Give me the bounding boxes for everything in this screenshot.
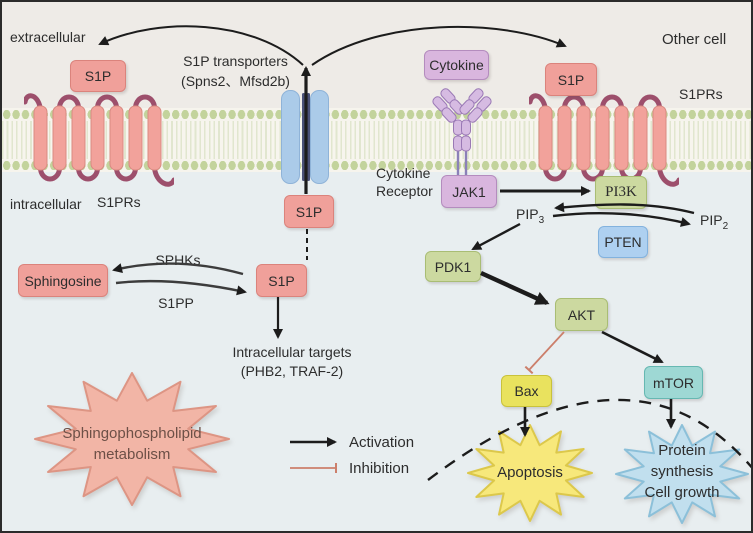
- transporter-pill-right: [310, 90, 329, 184]
- targets-line1: Intracellular targets: [232, 344, 352, 360]
- intracellular-label: intracellular: [10, 196, 82, 212]
- node-label: S1P: [268, 272, 295, 289]
- transporter-pill-left: [281, 90, 300, 184]
- receptor-loops: [24, 93, 174, 187]
- apoptosis-star-label: Apoptosis: [497, 464, 563, 481]
- node-label: Bax: [514, 383, 539, 399]
- transporters-label: S1P transporters (Spns2、Mfsd2b): [158, 51, 313, 91]
- pip2-sub: 2: [722, 220, 729, 232]
- sphks-label: SPHKs: [155, 252, 201, 268]
- s1pp-label: S1PP: [158, 295, 194, 311]
- sphingosine-box: Sphingosine: [18, 264, 108, 297]
- receptor-beads: [432, 88, 492, 152]
- s1pr-receptor-right: [529, 93, 679, 187]
- node-label: JAK1: [452, 183, 486, 200]
- node-label: S1P: [295, 203, 323, 220]
- legend-inhibition-label: Inhibition: [349, 460, 410, 477]
- s1p-transporter-channel: [281, 90, 329, 184]
- pip3-base: PIP: [516, 206, 539, 222]
- cytokine-receptor-line1: Cytokine: [376, 165, 431, 181]
- pip2-base: PIP: [700, 212, 723, 228]
- s1p-box-cytosol: S1P: [256, 264, 307, 297]
- node-label: AKT: [567, 306, 596, 323]
- node-label: PI3K: [605, 184, 637, 200]
- pip2-label: PIP2: [700, 212, 728, 232]
- pdk1-box: PDK1: [425, 251, 481, 282]
- transporters-label-line1: S1P transporters: [183, 53, 288, 69]
- cytokine-box: Cytokine: [424, 50, 489, 80]
- starburst-shape: [34, 372, 230, 506]
- receptor-helices: [538, 105, 667, 171]
- node-label: PTEN: [604, 234, 642, 250]
- s1pr-receptor-left: [24, 93, 174, 187]
- s1p-box-left: S1P: [70, 60, 126, 92]
- metabolism-star-label: Sphingophospholipid metabolism: [42, 423, 222, 465]
- pten-box: PTEN: [598, 226, 648, 258]
- node-label: PDK1: [434, 258, 472, 275]
- s1prs-label-right: S1PRs: [679, 86, 723, 102]
- pi3k-box: PI3K: [595, 176, 647, 209]
- bax-box: Bax: [501, 375, 552, 407]
- transporters-label-line2: (Spns2、Mfsd2b): [181, 73, 290, 89]
- metabolism-line1: Sphingophospholipid: [62, 425, 202, 442]
- node-label: Cytokine: [429, 57, 484, 73]
- s1prs-label-left: S1PRs: [97, 194, 141, 210]
- node-label: Sphingosine: [24, 272, 102, 289]
- cytokine-receptor-antibody: [432, 88, 492, 177]
- transporter-pore-bar: [301, 93, 305, 181]
- node-label: S1P: [84, 68, 112, 84]
- transporter-pore-bar: [306, 93, 310, 181]
- protein-line1: Protein: [658, 442, 706, 459]
- protein-line2: synthesis: [650, 463, 714, 480]
- pip3-label: PIP3: [516, 206, 544, 226]
- protein-line3: Cell growth: [644, 484, 720, 501]
- other-cell-label: Other cell: [662, 31, 727, 48]
- jak1-box: JAK1: [441, 175, 497, 208]
- metabolism-starburst: [34, 372, 230, 506]
- protein-star-label: Protein synthesis Cell growth: [617, 440, 747, 503]
- plasma-membrane: [2, 108, 751, 172]
- s1p-box-othercell: S1P: [545, 63, 597, 96]
- intracellular-targets-label: Intracellular targets (PHB2, TRAF-2): [207, 343, 377, 381]
- receptor-legs: [456, 151, 468, 177]
- targets-line2: (PHB2, TRAF-2): [240, 363, 344, 379]
- metabolism-line2: metabolism: [93, 446, 171, 463]
- akt-box: AKT: [555, 298, 608, 331]
- legend-activation-label: Activation: [349, 434, 415, 451]
- s1p-box-exported: S1P: [284, 195, 334, 228]
- mtor-box: mTOR: [644, 366, 703, 399]
- pip3-sub: 3: [538, 214, 545, 226]
- node-label: mTOR: [653, 374, 694, 391]
- receptor-helices: [33, 105, 162, 171]
- cytokine-receptor-label: Cytokine Receptor: [376, 164, 433, 200]
- cytokine-receptor-line2: Receptor: [376, 183, 433, 199]
- extracellular-label: extracellular: [10, 29, 86, 45]
- node-label: S1P: [557, 71, 585, 88]
